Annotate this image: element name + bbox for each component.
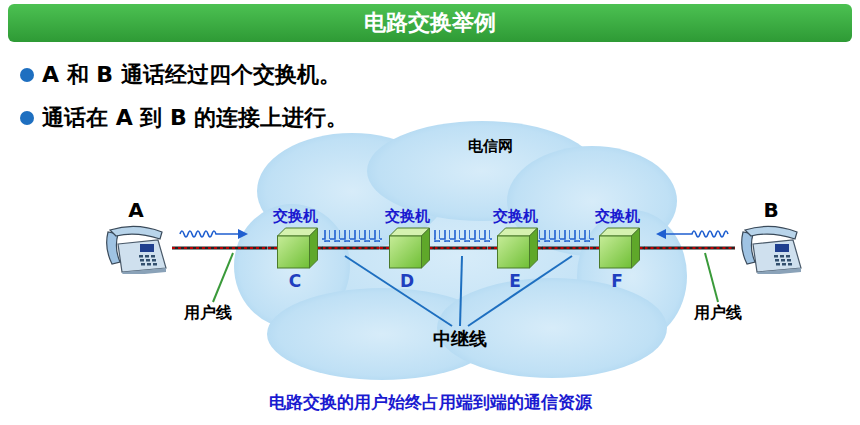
line-label: 中继线 bbox=[433, 328, 487, 349]
switch-cube bbox=[590, 226, 645, 270]
switch-cube bbox=[380, 226, 435, 270]
line-label: 用户线 bbox=[184, 303, 232, 322]
switch-cube bbox=[488, 226, 543, 270]
bullet-dot bbox=[20, 68, 34, 82]
voice-signal bbox=[180, 231, 240, 237]
leader-line bbox=[705, 253, 718, 302]
telephone: B bbox=[735, 198, 807, 274]
switch: 交换机 D bbox=[380, 206, 435, 292]
circuit-line bbox=[323, 248, 380, 249]
circuit-line bbox=[543, 248, 590, 249]
switch-letter: C bbox=[289, 270, 301, 292]
circuit-line bbox=[645, 248, 736, 249]
digital-signal bbox=[538, 230, 594, 242]
title-text: 电路交换举例 bbox=[364, 10, 496, 35]
switch-cube bbox=[268, 226, 323, 270]
endpoint-label: B bbox=[763, 198, 778, 222]
digital-signal bbox=[322, 230, 382, 242]
line-label: 用户线 bbox=[694, 303, 742, 322]
bullet-text: A 和 B 通话经过四个交换机。 bbox=[42, 62, 341, 87]
telecom-cloud: 电信网交换机 C 交换机 D 交换机 E 交换机 F bbox=[232, 116, 690, 384]
switch: 交换机 F bbox=[590, 206, 645, 292]
network-label: 电信网 bbox=[468, 137, 513, 155]
bullet-dot bbox=[20, 111, 34, 125]
bullet-text: 通话在 A 到 B 的连接上进行。 bbox=[42, 105, 348, 130]
title-bar: 电路交换举例 bbox=[8, 4, 852, 42]
endpoint-label: A bbox=[128, 198, 143, 222]
switch: 交换机 E bbox=[488, 206, 543, 292]
caption: 电路交换的用户始终占用端到端的通信资源 bbox=[269, 392, 592, 412]
switch-letter: D bbox=[400, 270, 414, 292]
telephone-icon bbox=[104, 222, 168, 274]
switch-label: 交换机 bbox=[273, 206, 318, 226]
switch-label: 交换机 bbox=[595, 206, 640, 226]
telephone: A bbox=[100, 198, 172, 274]
circuit-line bbox=[172, 248, 268, 249]
switch-label: 交换机 bbox=[385, 206, 430, 226]
switch-label: 交换机 bbox=[493, 206, 538, 226]
digital-signal bbox=[434, 230, 492, 242]
leader-line bbox=[213, 253, 233, 302]
switch: 交换机 C bbox=[268, 206, 323, 292]
telephone-icon bbox=[739, 222, 803, 274]
circuit-line bbox=[435, 248, 488, 249]
switch-letter: E bbox=[509, 270, 521, 292]
switch-letter: F bbox=[611, 270, 623, 292]
